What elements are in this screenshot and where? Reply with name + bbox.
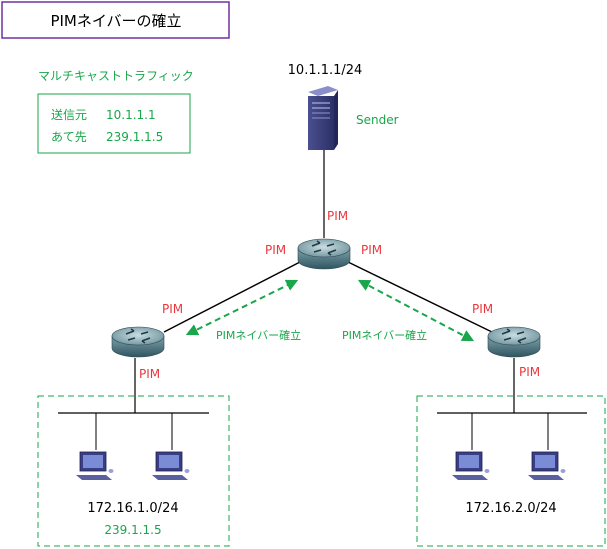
pim-label-right-upstream: PIM [472, 302, 493, 316]
traffic-src-label: 送信元 [51, 107, 87, 122]
pc-icon-right-1 [452, 451, 490, 480]
router-icon-left [111, 326, 165, 358]
left-lan-group: 239.1.1.5 [104, 523, 161, 537]
left-lan-box [37, 395, 230, 547]
pc-icon-right-2 [528, 451, 566, 480]
pim-label-top-right: PIM [361, 243, 382, 257]
neighbor-arrow-left [185, 279, 299, 336]
router-icon-right [487, 326, 541, 358]
traffic-box [37, 93, 191, 154]
pim-label-left-upstream: PIM [162, 302, 183, 316]
sender-address: 10.1.1.1/24 [288, 63, 363, 78]
pc-icon-left-1 [76, 451, 114, 480]
left-lan-subnet: 172.16.1.0/24 [87, 501, 178, 516]
traffic-dst-label: あて先 [51, 130, 87, 144]
neighbor-arrow-right [357, 279, 475, 342]
server-icon [308, 86, 338, 150]
pim-label-right-lan: PIM [519, 365, 540, 379]
link-top-left [163, 261, 301, 333]
title-box [1, 1, 230, 39]
pim-label-left-lan: PIM [139, 367, 160, 381]
traffic-heading: マルチキャストトラフィック [38, 69, 194, 83]
traffic-dst-value: 239.1.1.5 [106, 130, 163, 144]
link-top-right [347, 261, 493, 333]
pim-label-top-upstream: PIM [327, 209, 348, 223]
router-icon-top [297, 238, 351, 270]
sender-label: Sender [356, 113, 399, 127]
pc-icon-left-2 [152, 451, 190, 480]
neighbor-label-right: PIMネイバー確立 [342, 328, 427, 342]
right-lan-subnet: 172.16.2.0/24 [465, 501, 556, 516]
pim-label-top-left: PIM [265, 243, 286, 257]
traffic-src-value: 10.1.1.1 [106, 108, 156, 122]
right-lan-box [416, 395, 606, 547]
page-title: PIMネイバーの確立 [50, 12, 181, 30]
neighbor-label-left: PIMネイバー確立 [216, 328, 301, 342]
